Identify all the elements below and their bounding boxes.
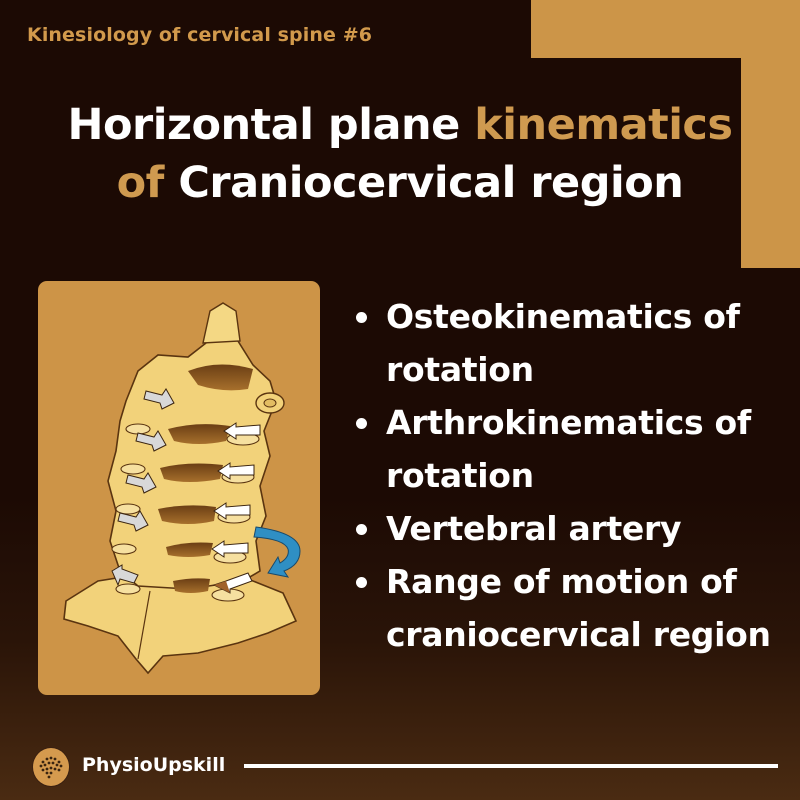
bullet-icon <box>356 418 367 429</box>
illustration-panel <box>38 281 320 695</box>
brain-logo-icon <box>32 747 70 787</box>
page-title: Horizontal plane kinematics of Craniocer… <box>0 96 800 212</box>
topic-item-label: Osteokinematics of rotation <box>386 297 740 389</box>
decorative-gold-band-side <box>741 0 800 268</box>
brand-name: PhysioUpskill <box>82 754 226 776</box>
bullet-icon <box>356 312 367 323</box>
title-text-white: Horizontal plane <box>67 100 475 150</box>
footer-divider <box>244 764 778 768</box>
cervical-spine-illustration <box>63 302 301 675</box>
topic-list: Osteokinematics of rotation Arthrokinema… <box>352 290 792 661</box>
left-side-arrow-icon <box>111 388 175 587</box>
topic-item: Vertebral artery <box>352 502 792 555</box>
title-line-2: of Craniocervical region <box>0 154 800 212</box>
title-text-white: Craniocervical region <box>178 158 684 208</box>
title-text-accent: kinematics <box>474 100 733 150</box>
topic-item-label: Vertebral artery <box>386 509 682 548</box>
series-label: Kinesiology of cervical spine #6 <box>27 24 373 46</box>
bullet-icon <box>356 524 367 535</box>
rotation-arrow-icon <box>253 526 301 578</box>
topic-item: Arthrokinematics of rotation <box>352 396 792 502</box>
title-text-accent: of <box>116 158 179 208</box>
topic-item-label: Range of motion of craniocervical region <box>386 562 771 654</box>
topic-item-label: Arthrokinematics of rotation <box>386 403 751 495</box>
bullet-icon <box>356 577 367 588</box>
topic-item: Osteokinematics of rotation <box>352 290 792 396</box>
title-line-1: Horizontal plane kinematics <box>0 96 800 154</box>
topic-item: Range of motion of craniocervical region <box>352 555 792 661</box>
